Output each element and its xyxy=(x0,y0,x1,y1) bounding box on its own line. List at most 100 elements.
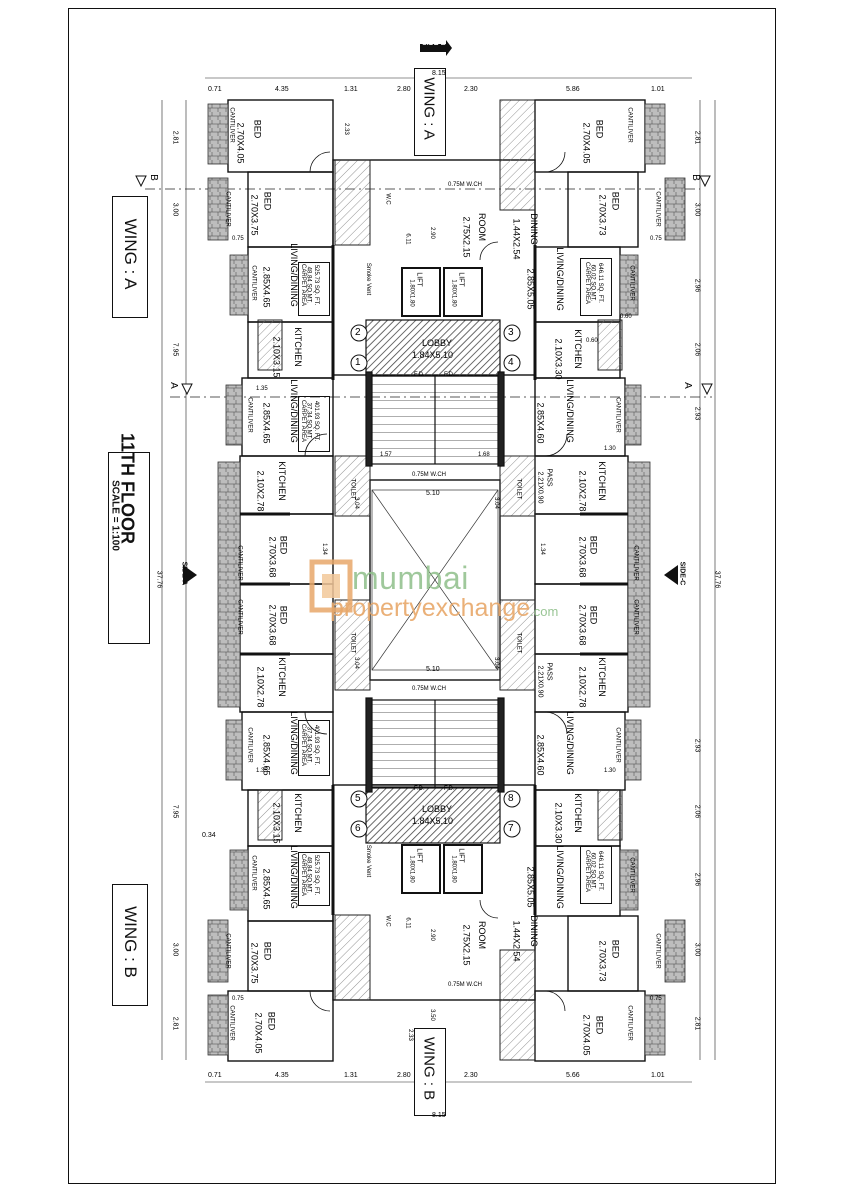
dim-233: 2.33 xyxy=(342,123,349,135)
dim-top-815: 8.15 xyxy=(432,70,446,77)
bottom-wing-tag: WING : B xyxy=(420,1036,438,1101)
cantilever-label: CANTILIVER xyxy=(236,545,243,581)
flat-number: 6 xyxy=(355,823,361,834)
toilet-label: TOILET xyxy=(349,632,356,654)
room-dim: 2.10X3.30 xyxy=(553,802,564,844)
carpet-area-box xyxy=(298,852,330,906)
dim-135: 1.35 xyxy=(256,768,268,774)
wch-label: 0.75M W.CH xyxy=(448,182,483,188)
dim-left-300: 3.00 xyxy=(171,202,179,217)
dim-right-206b: 2.06 xyxy=(693,804,701,819)
room-label: BED xyxy=(594,1015,605,1035)
room-label: PASS xyxy=(545,468,553,487)
wch-label: 0.75M W.CH xyxy=(412,472,447,478)
dim-130: 1.30 xyxy=(604,768,616,774)
carpet-area-sqmt: 37.34 SQ.MT. xyxy=(305,402,312,440)
lobby-label: LOBBY xyxy=(422,804,453,814)
carpet-area-sqmt: 37.34 SQ.MT. xyxy=(305,726,312,764)
dim-bot-131: 1.31 xyxy=(344,1072,358,1079)
dim-top-586: 5.86 xyxy=(566,86,580,93)
dim-611: 6.11 xyxy=(404,917,411,929)
dim-right-300: 3.00 xyxy=(693,202,701,217)
staircases xyxy=(365,371,505,793)
dim-075: 0.75 xyxy=(650,996,662,1002)
dim-left-795b: 7.95 xyxy=(171,804,179,819)
dim-157: 1.57 xyxy=(380,452,392,458)
room-label: KITCHEN xyxy=(596,657,607,697)
flat-number: 2 xyxy=(355,327,361,338)
carpet-area-sqft: 646.11 SQ. FT. xyxy=(596,263,603,303)
dim-075: 0.75 xyxy=(232,236,244,242)
wch-label: 0.75M W.CH xyxy=(448,982,483,988)
dim-left-300b: 3.00 xyxy=(171,942,179,957)
room-label: KITCHEN xyxy=(572,329,583,369)
dim-304: 3.04 xyxy=(352,657,359,669)
title-box xyxy=(108,452,150,644)
dim-060: 0.60 xyxy=(586,338,598,344)
central-duct xyxy=(371,489,499,671)
section-lines xyxy=(145,188,712,398)
room-dim: 2.10X2.78 xyxy=(577,470,588,512)
sheet-border xyxy=(68,8,776,1184)
room-dim: 2.85X4.65 xyxy=(261,402,272,444)
side-top-label: SIDE-B xyxy=(422,40,446,47)
dim-right-293: 2.93 xyxy=(693,406,701,421)
room-dim: 1.44X2.54 xyxy=(511,218,522,260)
dim-top-131: 1.31 xyxy=(344,86,358,93)
room-dim: 2.75X2.15 xyxy=(461,216,472,258)
room-dim: 2.70X4.05 xyxy=(581,1014,592,1056)
lift-label: LIFT xyxy=(415,848,423,863)
cantilever-label: CANTILIVER xyxy=(246,727,253,763)
dim-left-034: 0.34 xyxy=(202,832,216,839)
left-wing-a-box xyxy=(112,196,148,318)
flat-number: 3 xyxy=(508,327,514,338)
section-markers xyxy=(135,175,713,396)
dim-304: 3.04 xyxy=(492,497,499,509)
cantilever-label: CANTILIVER xyxy=(626,1005,633,1041)
cantilever-label: CANTILIVER xyxy=(626,107,633,143)
cantilever-label: CANTILIVER xyxy=(654,933,661,969)
watermark-line1: mumbai xyxy=(352,560,469,596)
dim-060: 0.60 xyxy=(620,314,632,320)
side-left-label: SIDE-A xyxy=(180,561,188,586)
watermark-logo-icon xyxy=(309,559,353,613)
dim-bot-566: 5.66 xyxy=(566,1072,580,1079)
section-a-left: A xyxy=(167,382,179,389)
room-label: DINING xyxy=(528,915,539,947)
dim-right-300b: 3.00 xyxy=(693,942,701,957)
room-label: BED xyxy=(262,191,273,211)
lobbies xyxy=(365,319,501,844)
wch-label: 0.75M W.CH xyxy=(412,686,447,692)
room-dim: 2.10X3.15 xyxy=(271,802,282,844)
section-b-left: B xyxy=(147,174,159,181)
room-dim: 2.85X4.65 xyxy=(261,266,272,308)
lobby-dim: 1.84X5.10 xyxy=(412,816,454,826)
dim-core-510b: 5.10 xyxy=(426,666,440,673)
lift-label: LIFT xyxy=(415,272,423,287)
room-label: BED xyxy=(610,939,621,959)
cantilever-label: CANTILIVER xyxy=(236,599,243,635)
room-dim: 2.85X4.60 xyxy=(535,402,546,444)
cantilever-label: CANTILIVER xyxy=(628,857,635,893)
cantilever-label: CANTILIVER xyxy=(614,727,621,763)
flat-number: 4 xyxy=(508,357,514,368)
dim-top-230: 2.30 xyxy=(464,86,478,93)
side-arrows xyxy=(183,40,678,585)
cantilever-label: CANTILIVER xyxy=(228,107,235,143)
dim-left-281: 2.81 xyxy=(171,130,179,145)
flat-number: 8 xyxy=(508,793,514,804)
room-label: ROOM xyxy=(477,921,487,949)
dim-top-101: 1.01 xyxy=(651,86,665,93)
door-swings xyxy=(304,151,568,1012)
room-label: LIVING/DINING xyxy=(554,247,565,311)
dim-bot-101: 1.01 xyxy=(651,1072,665,1079)
dim-350: 3.50 xyxy=(428,1009,435,1021)
partitions xyxy=(240,245,628,915)
carpet-area-sqft: 646.11 SQ. FT. xyxy=(596,851,603,891)
carpet-area-box xyxy=(298,396,330,452)
dim-130: 1.30 xyxy=(604,446,616,452)
room-dim: 2.75X2.15 xyxy=(461,924,472,966)
cantilever-label: CANTILIVER xyxy=(628,265,635,301)
dim-168: 1.68 xyxy=(478,452,490,458)
toilet-blocks xyxy=(257,99,623,1061)
